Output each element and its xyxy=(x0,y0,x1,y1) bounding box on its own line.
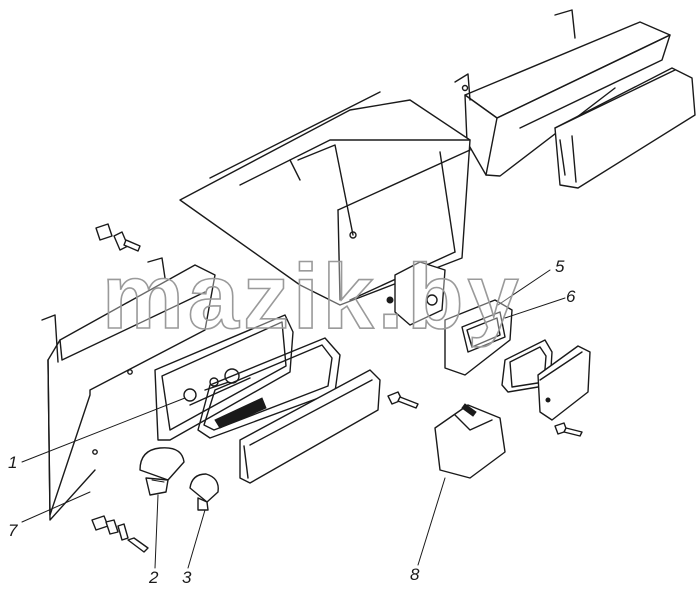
lamp-housing xyxy=(154,314,294,441)
frame-beam xyxy=(179,91,471,306)
watermark-text: mazik.by xyxy=(102,246,523,348)
lens-bolt xyxy=(387,391,419,409)
bulb-large xyxy=(139,447,185,496)
callout-2: 2 xyxy=(148,568,159,587)
side-light-lens xyxy=(537,345,591,421)
upper-bracket xyxy=(454,9,671,177)
lower-bolt xyxy=(91,515,149,553)
callout-3: 3 xyxy=(182,568,192,587)
side-light-bracket xyxy=(386,261,446,326)
leader-lines xyxy=(21,269,566,569)
callout-1: 1 xyxy=(8,453,17,472)
callout-8: 8 xyxy=(410,565,420,584)
callout-6: 6 xyxy=(566,287,576,306)
bulb-small xyxy=(189,473,219,511)
side-bolt xyxy=(554,422,583,437)
callout-7: 7 xyxy=(8,521,18,540)
marker-lamp xyxy=(434,403,506,479)
rear-lamp-lens xyxy=(239,369,381,484)
upper-lamp-lens xyxy=(554,67,696,189)
callout-5: 5 xyxy=(555,257,565,276)
left-bracket xyxy=(41,257,216,521)
top-bolt xyxy=(95,223,141,252)
side-light-housing xyxy=(444,299,513,376)
